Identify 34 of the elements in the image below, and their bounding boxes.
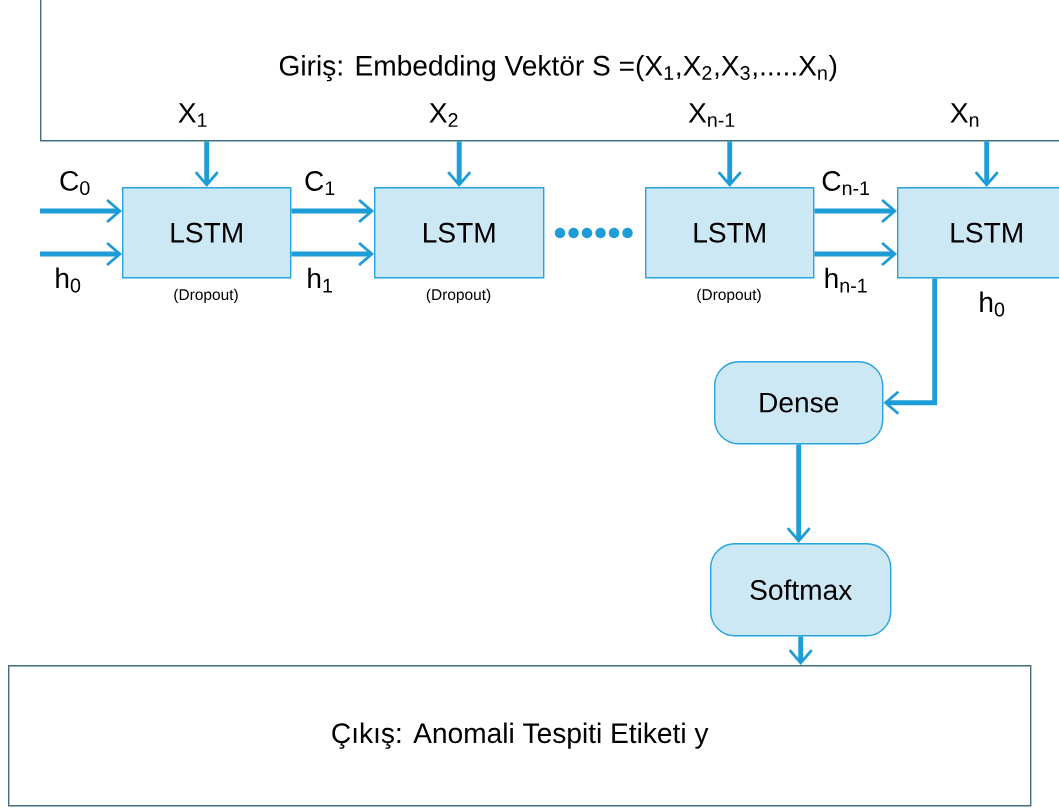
edge-label: h$_{1}$ <box>308 267 332 293</box>
arrow <box>291 198 374 224</box>
edge-label: X$_{n-1}$ <box>688 103 735 127</box>
edge-label: h$_{0}$ <box>56 267 81 293</box>
dropout-label: (Dropout) <box>697 288 761 304</box>
edge-label: h$_{n-1}$ <box>825 267 867 293</box>
arrow <box>447 141 472 187</box>
edge-label: X$_{1}$ <box>178 103 207 127</box>
dropout-label: (Dropout) <box>174 288 238 304</box>
arrow <box>814 241 897 267</box>
arrow <box>40 198 122 224</box>
arrow <box>717 141 742 187</box>
output-box: Çıkış: Anomali Tespiti Etiketi y <box>8 665 1032 807</box>
arrow <box>786 444 811 543</box>
arrow <box>974 141 999 187</box>
layer-box: Dense <box>714 361 884 445</box>
lstm-box: LSTM <box>897 187 1059 279</box>
dropout-label: (Dropout) <box>426 288 491 304</box>
lstm-box: LSTM <box>122 187 292 279</box>
arrow <box>883 278 938 415</box>
edge-label: X$_{n}$ <box>950 103 979 127</box>
arrow <box>814 198 897 224</box>
edge-label: X$_{2}$ <box>429 103 458 127</box>
edge-label: C$_{n-1}$ <box>822 171 870 195</box>
arrow <box>788 636 813 665</box>
edge-label: C$_{1}$ <box>305 171 335 195</box>
arrow <box>194 141 219 187</box>
edge-label: C$_{0}$ <box>60 170 90 196</box>
arrow <box>40 241 122 267</box>
edge-label: h$_{0}$ <box>980 291 1005 317</box>
arrow <box>291 241 374 267</box>
lstm-box: LSTM <box>374 187 545 279</box>
layer-box: Softmax <box>710 543 892 637</box>
lstm-box: LSTM <box>645 187 815 279</box>
